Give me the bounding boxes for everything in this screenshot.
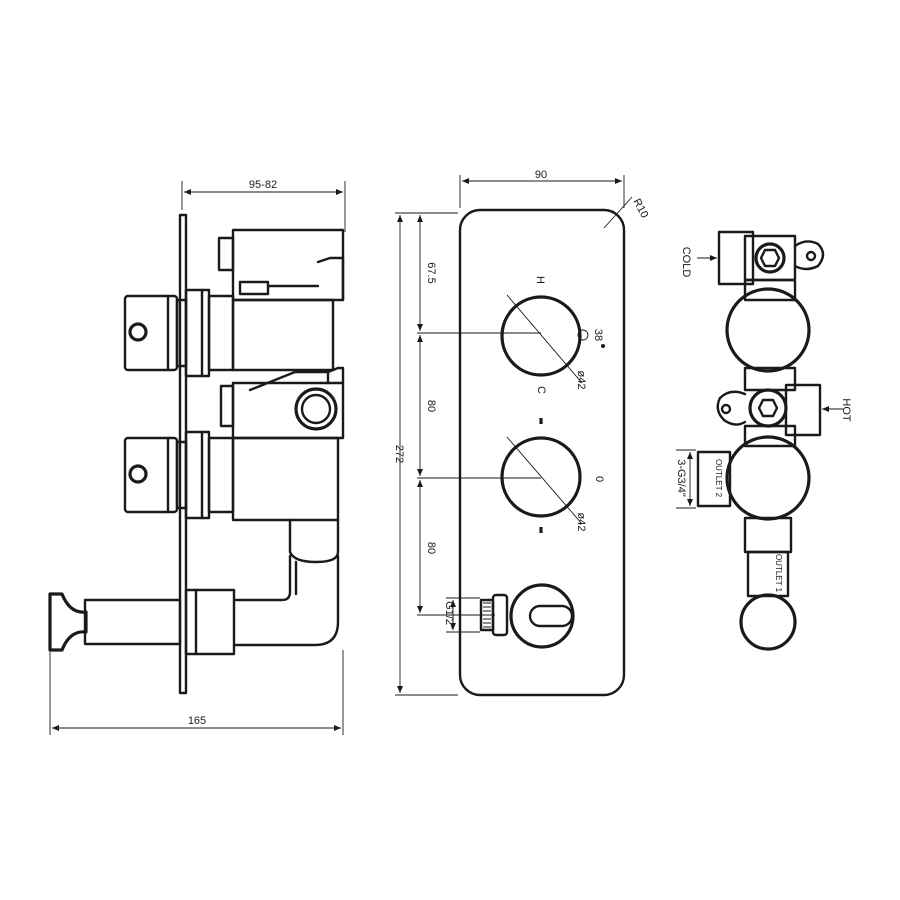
width-dim-label: 90	[535, 169, 547, 181]
outlet-2-label: OUTLET 2	[714, 459, 723, 498]
length-dim-label: 165	[188, 715, 206, 727]
depth-dimension: 95-82	[181, 179, 346, 232]
upper-handle-front: H C 38 ø42	[500, 276, 605, 424]
upper-diameter-label: ø42	[575, 371, 587, 390]
hot-mark: H	[534, 276, 546, 284]
upper-cartridge	[725, 278, 811, 392]
lower-diameter-label: ø42	[575, 513, 587, 532]
outlet-1: OUTLET 1	[739, 516, 797, 651]
lower-handle-side	[123, 430, 235, 520]
spacing-dim-2-label: 80	[425, 542, 437, 554]
front-view: 90 R10 272 67.5 80 80	[393, 169, 650, 697]
front-plate	[458, 208, 626, 697]
lower-handle-front: 0 ø42	[500, 436, 605, 533]
valve-body-side	[217, 228, 345, 564]
outlet-front: G1/2"	[443, 583, 575, 649]
angle-label: 38	[592, 329, 604, 341]
length-dimension: 165	[49, 650, 344, 735]
spacing-dim-1-label: 80	[425, 400, 437, 412]
depth-dim-label: 95-82	[249, 179, 277, 191]
upper-handle-side	[123, 288, 235, 378]
off-mark: 0	[593, 476, 605, 482]
height-dimensions: 272 67.5 80 80	[393, 212, 541, 696]
side-view: 95-82	[48, 179, 346, 735]
hot-label: HOT	[840, 398, 852, 422]
width-dimension: 90	[459, 169, 625, 208]
wall-plate	[178, 213, 188, 695]
valve-outlet-thread-label: 3-G3/4"	[675, 459, 687, 497]
top-offset-dim-label: 67.5	[425, 262, 437, 283]
corner-radius-label: R10	[630, 197, 650, 220]
cold-label: COLD	[680, 247, 692, 278]
outlet-1-label: OUTLET 1	[774, 554, 783, 593]
cold-inlet: COLD	[680, 230, 825, 286]
height-dim-label: 272	[393, 445, 405, 463]
elbow-and-holder-side	[48, 554, 340, 656]
hot-inlet: HOT	[716, 383, 852, 437]
cold-mark: C	[535, 386, 547, 394]
outlet-thread-label: G1/2"	[443, 601, 455, 629]
degree-dot	[601, 344, 605, 348]
valve-view: COLD HOT OUTLET 2 3-G3/4"	[675, 230, 852, 651]
lower-cartridge: OUTLET 2 3-G3/4"	[675, 424, 811, 521]
